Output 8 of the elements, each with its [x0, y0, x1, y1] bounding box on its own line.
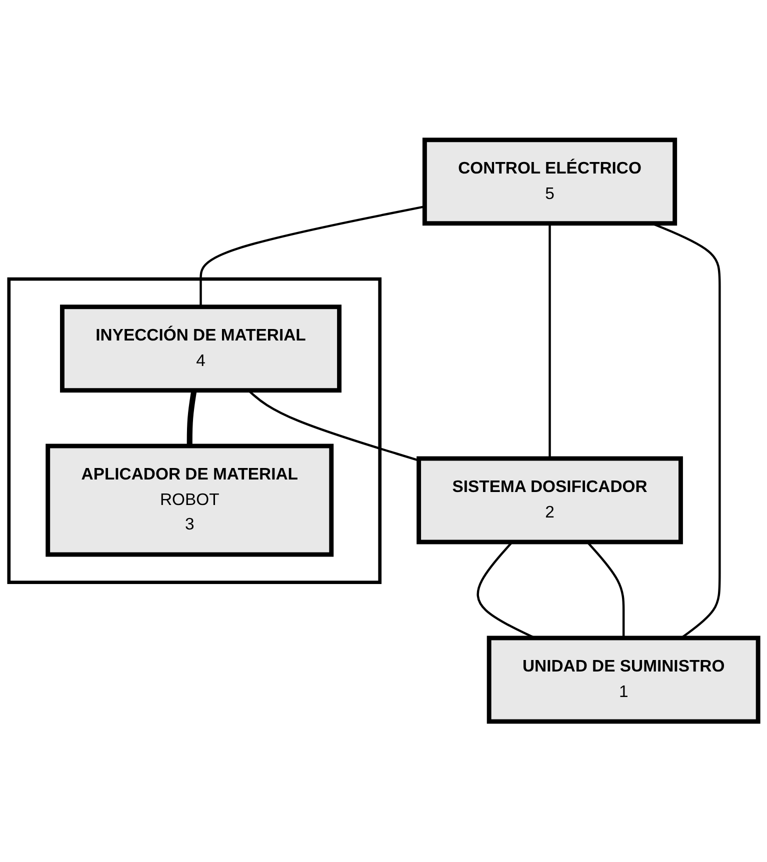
node-box: INYECCIÓN DE MATERIAL 4 [60, 304, 342, 393]
node-box: UNIDAD DE SUMINISTRO 1 [486, 636, 760, 724]
node-box: SISTEMA DOSIFICADOR 2 [416, 456, 683, 545]
node-box: CONTROL ELÉCTRICO 5 [422, 138, 678, 226]
connector [200, 206, 425, 308]
cluster [7, 278, 382, 584]
connector [548, 224, 551, 459]
node-box: APLICADOR DE MATERIAL ROBOT 3 [46, 444, 334, 558]
